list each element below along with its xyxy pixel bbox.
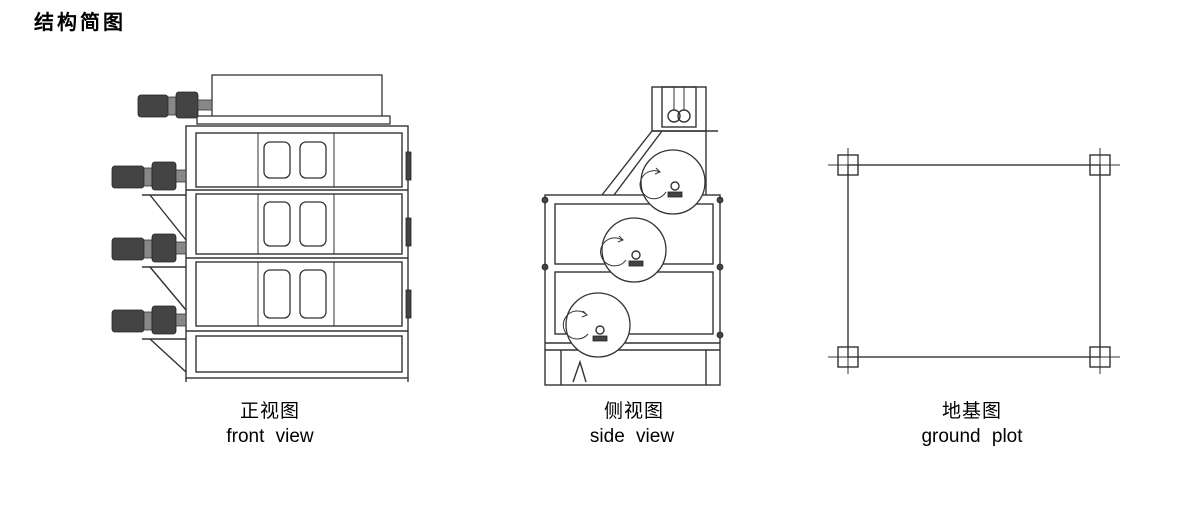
front-view-label-en: front view [226, 426, 314, 447]
ground-plot-label-en: ground plot [921, 426, 1023, 447]
front-view-drawing [111, 74, 412, 382]
side-view-drawing [541, 86, 724, 386]
front-view-label-cn: 正视图 [239, 400, 300, 422]
page-title: 结构简图 [34, 10, 126, 34]
side-view-label-en: side view [589, 426, 675, 447]
ground-plot-drawing [828, 148, 1120, 374]
side-view-label-cn: 侧视图 [603, 400, 664, 422]
ground-plot-label-cn: 地基图 [941, 400, 1002, 422]
